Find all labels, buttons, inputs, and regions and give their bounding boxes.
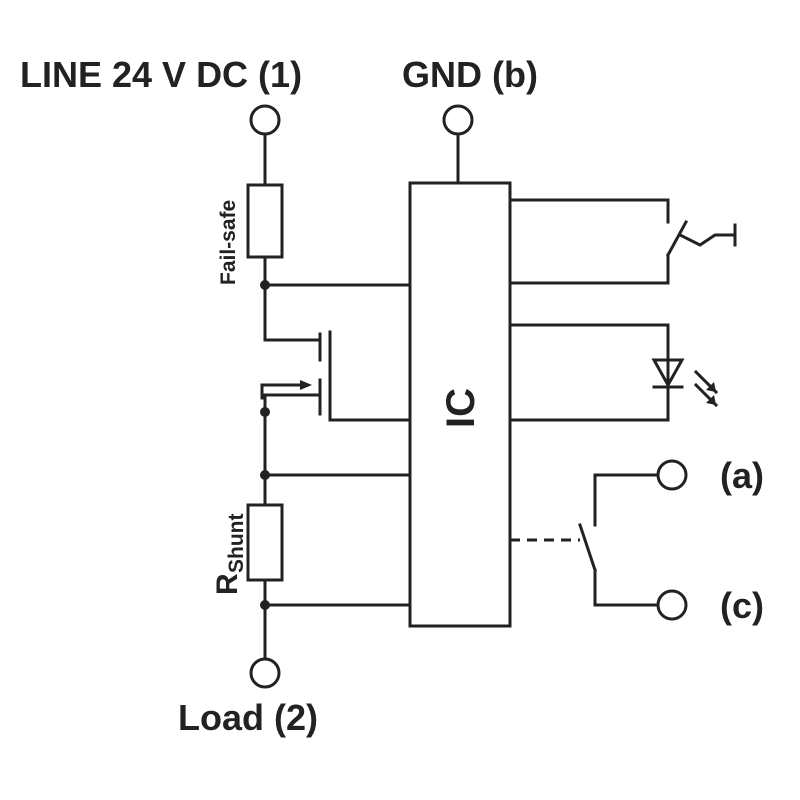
fuse-symbol <box>246 183 284 259</box>
switch-symbol <box>665 198 737 258</box>
label-load: Load (2) <box>178 697 318 738</box>
label-rshunt: R Shunt <box>211 514 248 595</box>
terminal-load <box>249 657 281 689</box>
terminal-gnd <box>442 104 474 136</box>
relay-contact <box>578 523 597 572</box>
label-rshunt-r: R <box>211 573 244 595</box>
terminal-a <box>656 459 688 491</box>
terminal-c <box>656 589 688 621</box>
wires <box>263 133 670 662</box>
label-term-c: (c) <box>720 585 764 626</box>
label-failsafe: Fail-safe <box>217 200 240 285</box>
junction-dots <box>260 280 270 610</box>
shunt-resistor <box>246 503 284 582</box>
ic-block <box>408 181 512 628</box>
terminal-line <box>249 104 281 136</box>
label-rshunt-sub: Shunt <box>225 514 248 573</box>
label-term-a: (a) <box>720 455 764 496</box>
mosfet-symbol <box>260 330 412 422</box>
label-line: LINE 24 V DC (1) <box>20 54 302 95</box>
led-symbol <box>651 358 719 408</box>
label-ic: IC <box>439 388 483 428</box>
label-gnd: GND (b) <box>402 54 538 95</box>
